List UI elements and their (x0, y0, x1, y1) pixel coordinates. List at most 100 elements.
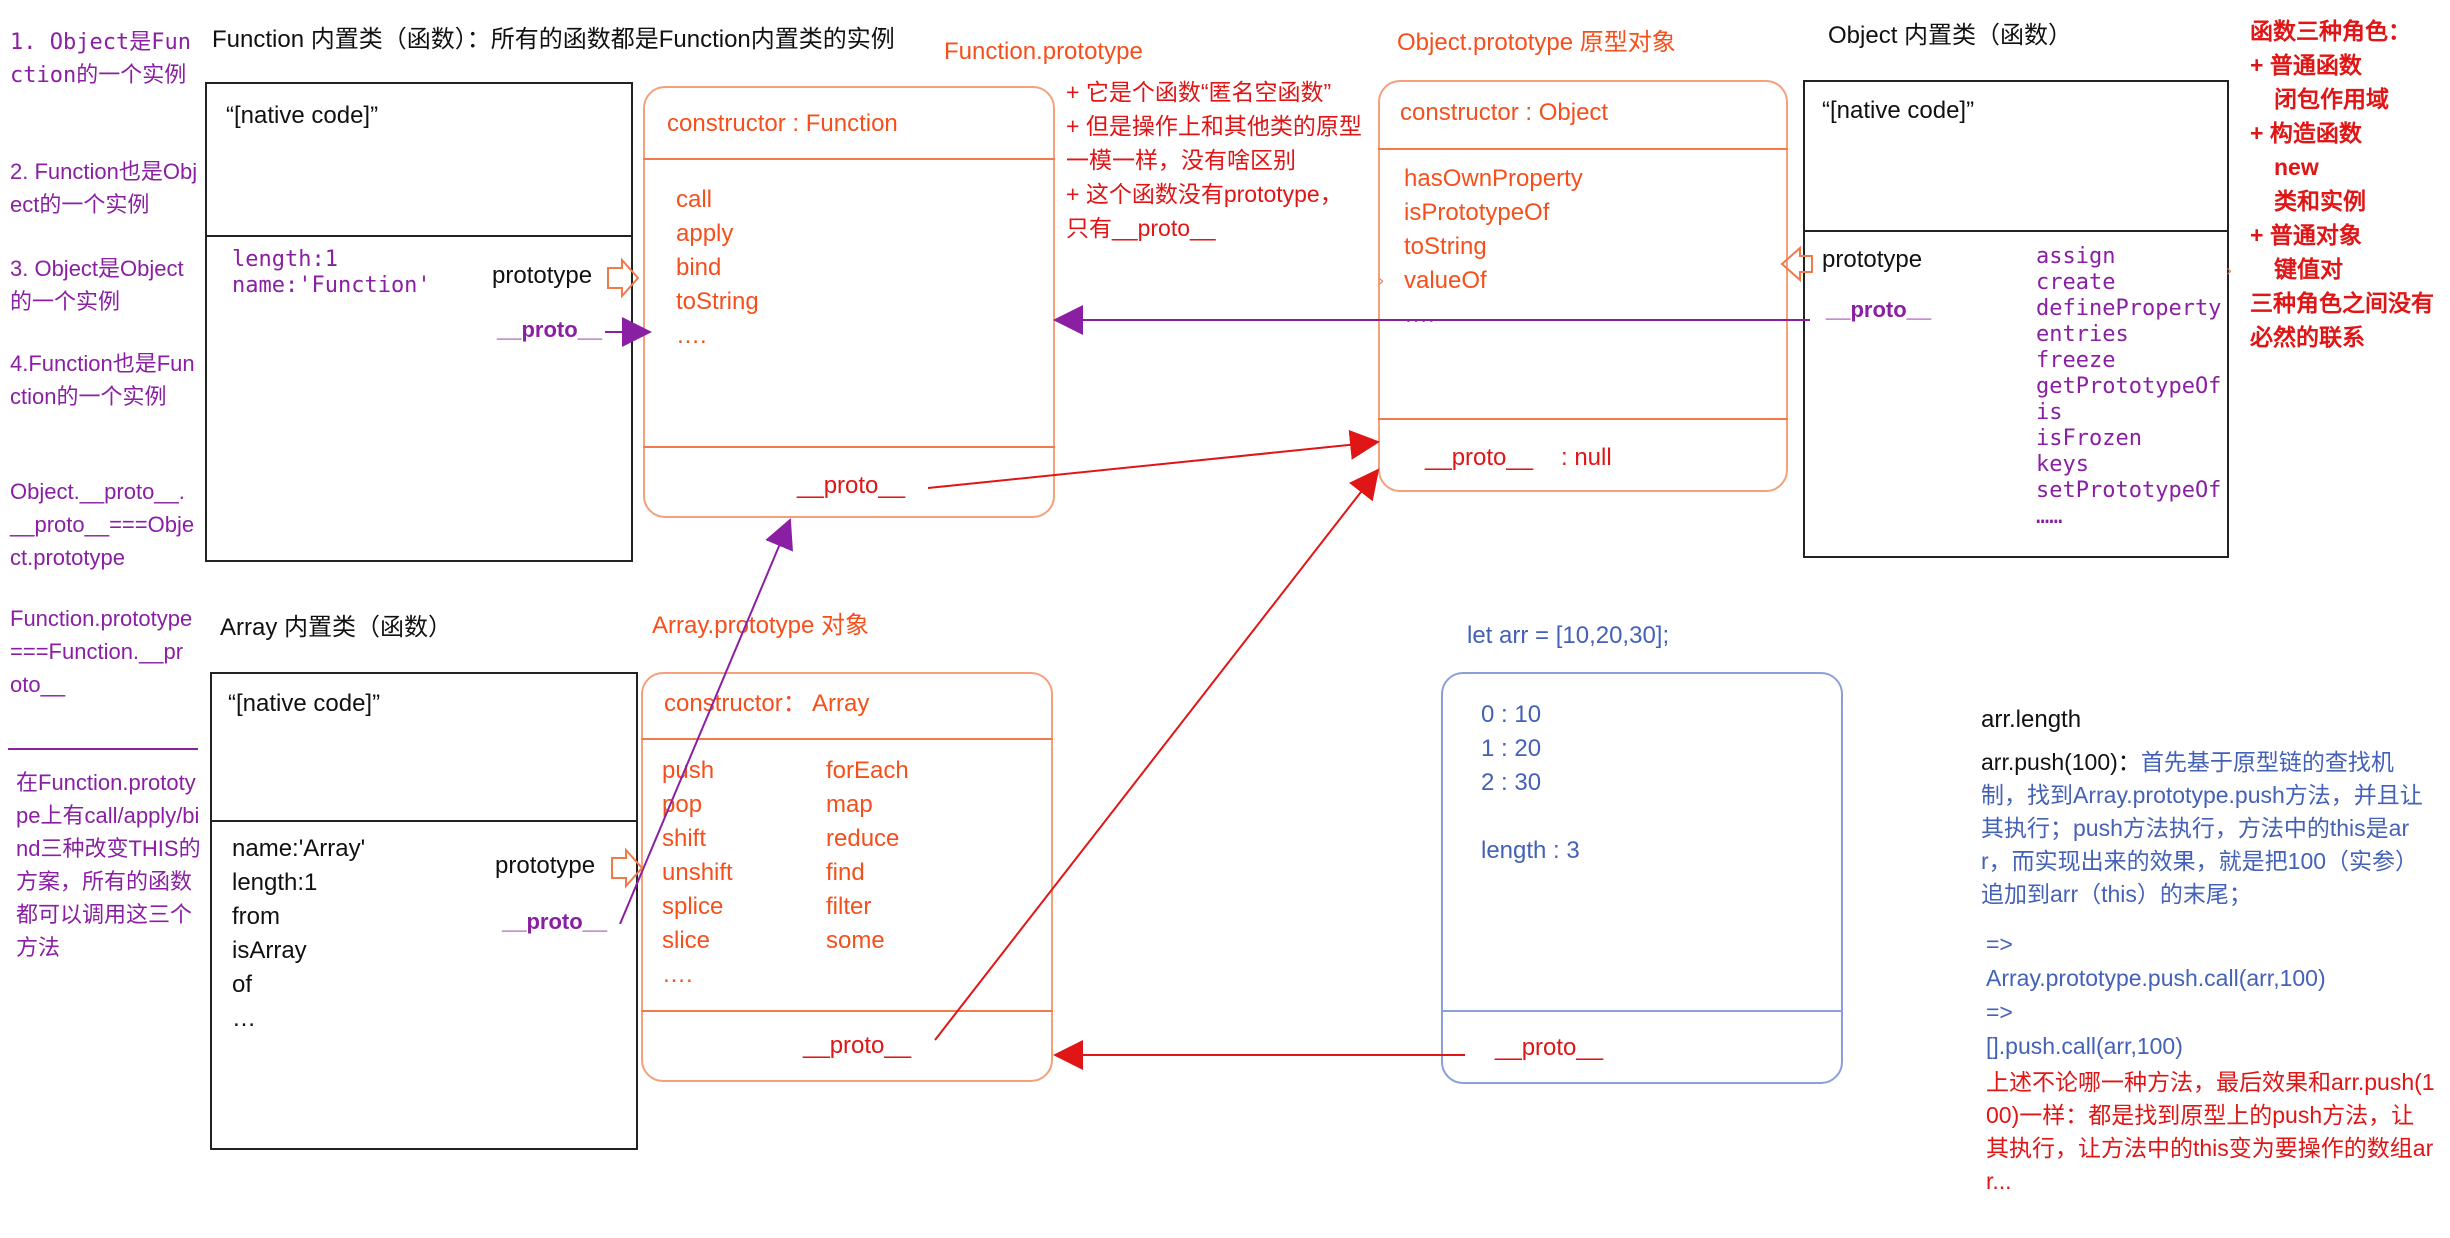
method-pop: pop (662, 791, 703, 818)
object-prototype-proto-null: : null (1561, 444, 1612, 471)
link-function-prototype-proto (927, 429, 1380, 489)
object-prototype-divider-bottom (1378, 418, 1788, 420)
method-some: some (826, 927, 885, 954)
method-splice: splice (662, 893, 724, 920)
method-shift: shift (662, 825, 707, 852)
roles-key-value: 键值对 (2274, 256, 2343, 282)
prototype-arrow-array (611, 847, 644, 889)
method-valueof: valueOf (1404, 267, 1487, 294)
small-chevron-object-class: › (2226, 261, 2232, 280)
static-assign: assign (2036, 244, 2116, 269)
method-tostring: toString (676, 288, 759, 315)
small-chevron-object-prototype: › (1378, 271, 1384, 290)
note-function-prototype-equals-proto: Function.prototype===Function.__proto__ (10, 606, 193, 697)
method-tostring: toString (1404, 233, 1487, 260)
arr-instance-box (1441, 672, 1843, 1084)
function-proto-label: __proto__ (497, 317, 603, 342)
note-object-instance-of-object: 3. Object是Object的一个实例 (10, 256, 184, 314)
fp-note-2: + 但是操作上和其他类的原型一模一样，没有啥区别 (1066, 113, 1362, 173)
array-prototype-methods-col1: push pop shift unshift splice slice …. (662, 754, 733, 992)
static-setprototypeof: setPrototypeOf (2036, 478, 2222, 503)
roles-closure-scope: 闭包作用域 (2274, 86, 2389, 112)
object-static-methods: assign create defineProperty entries fre… (2036, 244, 2221, 530)
method-ellipsis: …. (676, 322, 707, 349)
note-function-instance-of-function: 4.Function也是Function的一个实例 (10, 351, 195, 409)
method-filter: filter (826, 893, 872, 920)
explain-push-call: arr.push(100)： (1981, 749, 2141, 775)
array-prototype-constructor: constructor： Array (664, 690, 870, 717)
array-class-title: Array 内置类（函数） (220, 614, 453, 641)
function-prop-length: length:1 (232, 247, 338, 272)
method-ellipsis: …. (1404, 301, 1435, 328)
object-prototype-box (1378, 80, 1788, 492)
function-class-divider (205, 235, 633, 237)
object-prototype-title: Object.prototype 原型对象 (1397, 29, 1676, 56)
arr-instance-divider (1441, 1010, 1843, 1012)
function-prototype-box (643, 86, 1055, 518)
explain-arrow-2: => (1986, 999, 2013, 1025)
function-native-code: “[native code]” (226, 102, 379, 129)
static-keys: keys (2036, 452, 2089, 477)
object-class-title: Object 内置类（函数） (1828, 22, 2073, 49)
array-static-of: of (232, 971, 253, 998)
array-static-isarray: isArray (232, 937, 307, 964)
array-proto-label: __proto__ (502, 909, 608, 934)
object-native-code: “[native code]” (1822, 97, 1975, 124)
method-reduce: reduce (826, 825, 900, 852)
array-class-divider (210, 820, 638, 822)
static-isfrozen: isFrozen (2036, 426, 2142, 451)
arr-instance-title: let arr = [10,20,30]; (1467, 622, 1670, 649)
fp-note-3: + 这个函数没有prototype，只有__proto__ (1066, 181, 1343, 241)
method-ellipsis: …. (662, 961, 693, 988)
arr-entry-0: 0 : 10 (1481, 701, 1542, 728)
arr-instance-proto: __proto__ (1495, 1034, 1604, 1061)
note-function-instance-of-object: 2. Function也是Object的一个实例 (10, 159, 198, 217)
static-is: is (2036, 400, 2063, 425)
note-call-apply-bind: 在Function.prototype上有call/apply/bind三种改变… (16, 770, 201, 960)
static-defineproperty: defineProperty (2036, 296, 2222, 321)
explain-array-literal-push-call: [].push.call(arr,100) (1986, 1033, 2183, 1059)
array-prototype-title: Array.prototype 对象 (652, 612, 869, 639)
note-object-instance-of-function: 1. Object是Function的一个实例 (10, 30, 191, 88)
explain-push-description: 首先基于原型链的查找机制，找到Array.prototype.push方法，并且… (1981, 749, 2423, 907)
function-prototype-notes: + 它是个函数“匿名空函数” (1066, 75, 1331, 109)
link-array-proto (619, 518, 793, 925)
object-proto-label: __proto__ (1826, 297, 1932, 322)
array-static-ellipsis: … (232, 1005, 256, 1032)
note-object-proto-chain: Object.__proto__.__proto__===Object.prot… (10, 479, 195, 570)
array-static-from: from (232, 903, 280, 930)
array-class-box (210, 672, 638, 1150)
arr-length: length : 3 (1481, 837, 1580, 864)
method-slice: slice (662, 927, 711, 954)
array-prototype-divider-bottom (641, 1010, 1053, 1012)
array-native-code: “[native code]” (228, 690, 381, 717)
method-apply: apply (676, 220, 734, 247)
array-prototype-methods-col2: forEach map reduce find filter some (826, 754, 909, 958)
roles-no-relation: 三种角色之间没有必然的联系 (2250, 290, 2434, 350)
static-create: create (2036, 270, 2116, 295)
method-isprototypeof: isPrototypeOf (1404, 199, 1550, 226)
array-prototype-box (641, 672, 1053, 1082)
method-find: find (826, 859, 865, 886)
function-prototype-divider-top (643, 158, 1055, 160)
note-divider (8, 748, 198, 750)
function-prototype-label: prototype (492, 262, 593, 289)
roles-new: new (2274, 154, 2319, 180)
arr-instance-entries: 0 : 10 1 : 20 2 : 30 (1481, 698, 1541, 800)
method-call: call (676, 186, 713, 213)
object-prototype-proto: __proto__ (1425, 444, 1534, 471)
static-getprototypeof: getPrototypeOf (2036, 374, 2222, 399)
object-class-divider (1803, 230, 2229, 232)
array-prop-length: length:1 (232, 869, 318, 896)
array-prototype-divider-top (641, 738, 1053, 740)
function-prototype-divider-bottom (643, 446, 1055, 448)
link-array-prototype-proto (934, 468, 1380, 1041)
object-prototype-constructor: constructor : Object (1400, 99, 1609, 126)
function-class-title: Function 内置类（函数）：所有的函数都是Function内置类的实例 (212, 26, 895, 53)
arr-entry-2: 2 : 30 (1481, 769, 1542, 796)
function-prototype-constructor: constructor : Function (667, 110, 898, 137)
object-prototype-methods: hasOwnProperty isPrototypeOf toString va… (1404, 162, 1583, 332)
prototype-arrow-object (1780, 245, 1813, 283)
roles-title: 函数三种角色： (2250, 18, 2411, 44)
